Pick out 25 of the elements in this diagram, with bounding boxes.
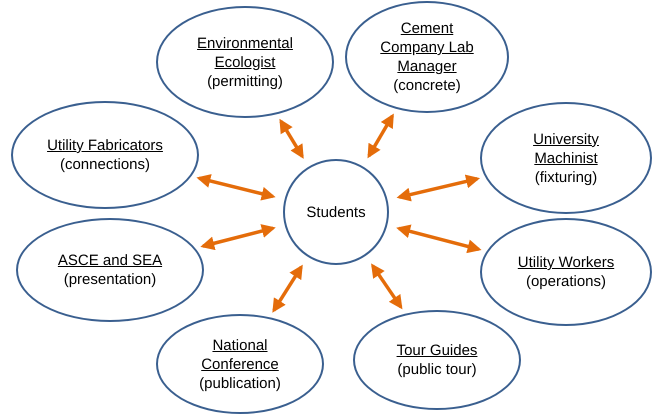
role-name: ASCE and SEA [58,251,162,270]
role-description: (publication) [199,374,281,392]
double-arrow [367,113,394,158]
double-arrow [279,118,304,159]
double-arrow [272,264,303,313]
role-description: (permitting) [207,72,283,90]
node-label: Students [306,202,366,222]
role-description: (connections) [60,155,150,174]
role-description: (concrete) [393,76,461,95]
role-name: National Conference [200,336,280,374]
role-description: (operations) [526,272,606,291]
role-description: (fixturing) [534,168,598,186]
role-name: Tour Guides [396,341,478,360]
role-name: Utility Workers [518,253,614,272]
role-description: (public tour) [397,360,477,379]
double-arrow [371,263,402,310]
double-arrow [196,174,276,201]
double-arrow [200,224,276,250]
double-arrow [396,174,480,202]
role-description: (presentation) [64,270,156,289]
double-arrow [396,224,482,254]
role-name: Environmental Ecologist [196,34,294,72]
role-name: Utility Fabricators [47,136,163,155]
role-name: Cement Company Lab Manager [379,19,475,76]
role-name: University Machinist [532,130,600,168]
